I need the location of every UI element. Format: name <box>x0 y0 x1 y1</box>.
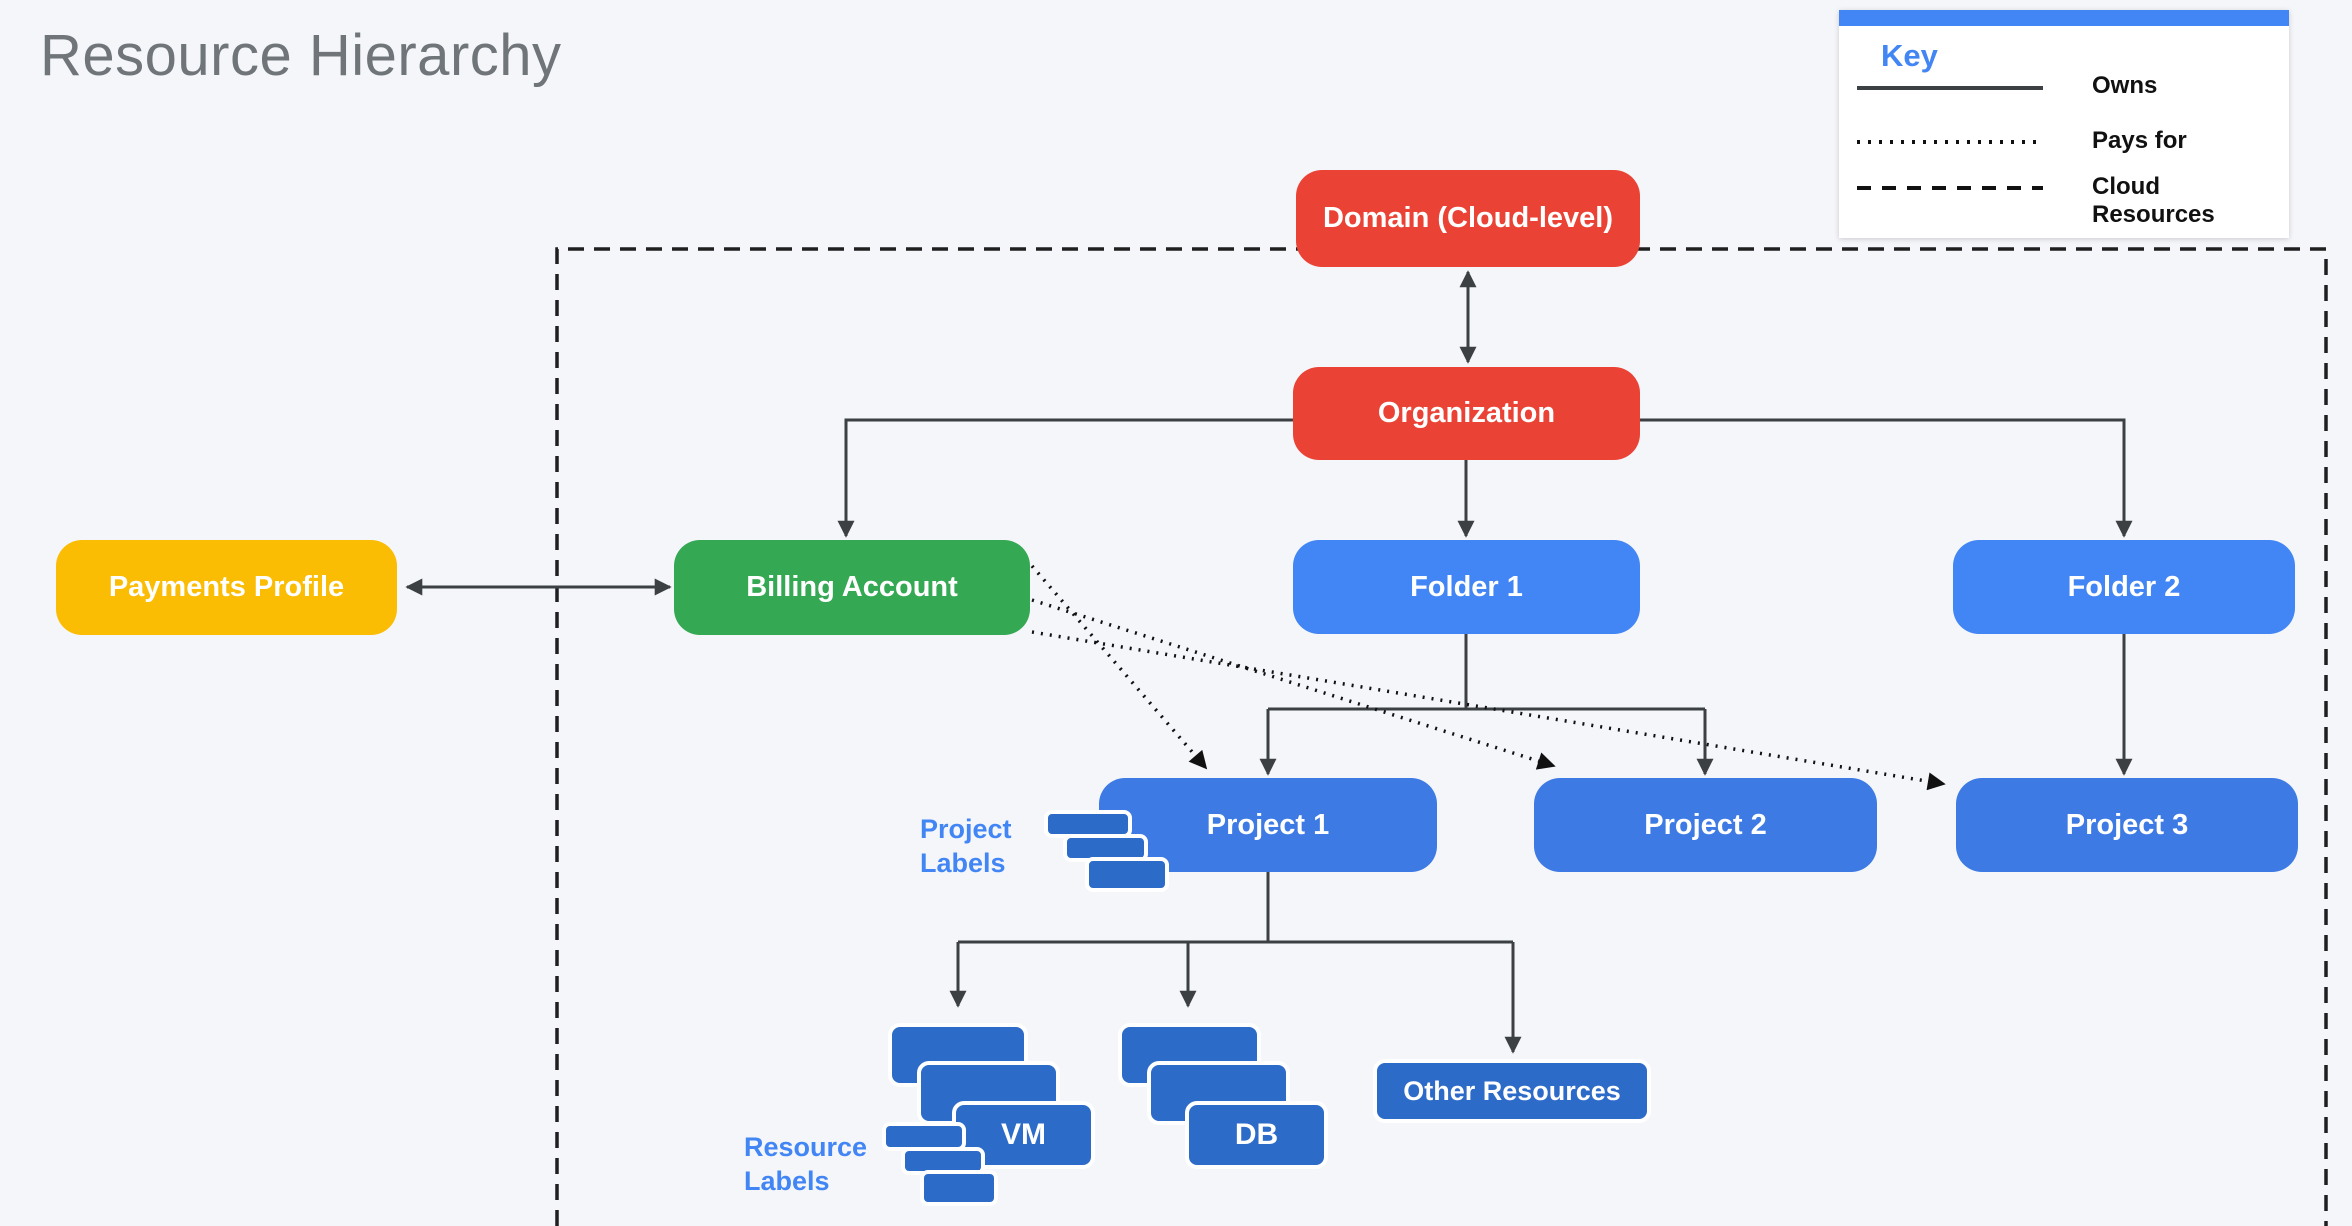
key-pays-for-label: Pays for <box>2092 127 2187 154</box>
node-project-1: Project 1 <box>1099 778 1437 872</box>
node-project-2: Project 2 <box>1534 778 1877 872</box>
key-owns-label: Owns <box>2092 72 2158 99</box>
node-db-label: DB <box>1234 1118 1279 1151</box>
node-organization: Organization <box>1293 367 1640 460</box>
resource-label-tag-icon <box>920 1170 998 1206</box>
node-folder-1: Folder 1 <box>1293 540 1640 634</box>
key-cloud-resources-label: Cloud Resources <box>2092 173 2215 228</box>
edge-organization-billing <box>837 418 1296 538</box>
node-project-2-label: Project 2 <box>1644 808 1767 841</box>
edge-billing-pays-project1 <box>1030 564 1208 770</box>
node-organization-label: Organization <box>1377 397 1556 429</box>
node-billing-account-label: Billing Account <box>746 571 958 603</box>
key-owns-line-sample <box>1857 86 2043 90</box>
node-db: DB <box>1185 1101 1328 1169</box>
node-project-3: Project 3 <box>1956 778 2298 872</box>
page-title: Resource Hierarchy <box>40 23 562 88</box>
node-vm-label: VM <box>1001 1118 1046 1151</box>
key-pays-for-line-sample <box>1857 140 2043 144</box>
node-payments-profile: Payments Profile <box>56 540 397 635</box>
node-folder-1-label: Folder 1 <box>1410 570 1523 603</box>
edge-billing-pays-project3 <box>1031 630 1946 791</box>
node-domain: Domain (Cloud-level) <box>1296 170 1640 267</box>
edge-billing-pays-project2 <box>1031 598 1556 770</box>
node-other-resources-label: Other Resources <box>1403 1075 1621 1106</box>
node-folder-2: Folder 2 <box>1953 540 2295 634</box>
key-panel: Key Owns Pays for Cloud Resources <box>1839 10 2289 238</box>
node-project-3-label: Project 3 <box>2065 808 2189 841</box>
node-billing-account: Billing Account <box>674 540 1030 635</box>
key-cloud-resources-line-sample <box>1857 186 2043 190</box>
key-heading: Key <box>1881 38 1938 73</box>
node-domain-label: Domain (Cloud-level) <box>1322 202 1613 234</box>
resource-labels-annotation: Resource Labels <box>744 1132 868 1196</box>
project-labels-annotation: Project Labels <box>920 814 1012 878</box>
node-project-1-label: Project 1 <box>1206 808 1330 841</box>
edge-organization-folder2 <box>1640 418 2133 538</box>
node-payments-profile-label: Payments Profile <box>108 571 345 603</box>
node-other-resources: Other Resources <box>1373 1059 1651 1123</box>
project-label-tag-icon <box>1085 857 1169 892</box>
key-header-bar <box>1839 10 2289 26</box>
node-folder-2-label: Folder 2 <box>2067 570 2181 603</box>
